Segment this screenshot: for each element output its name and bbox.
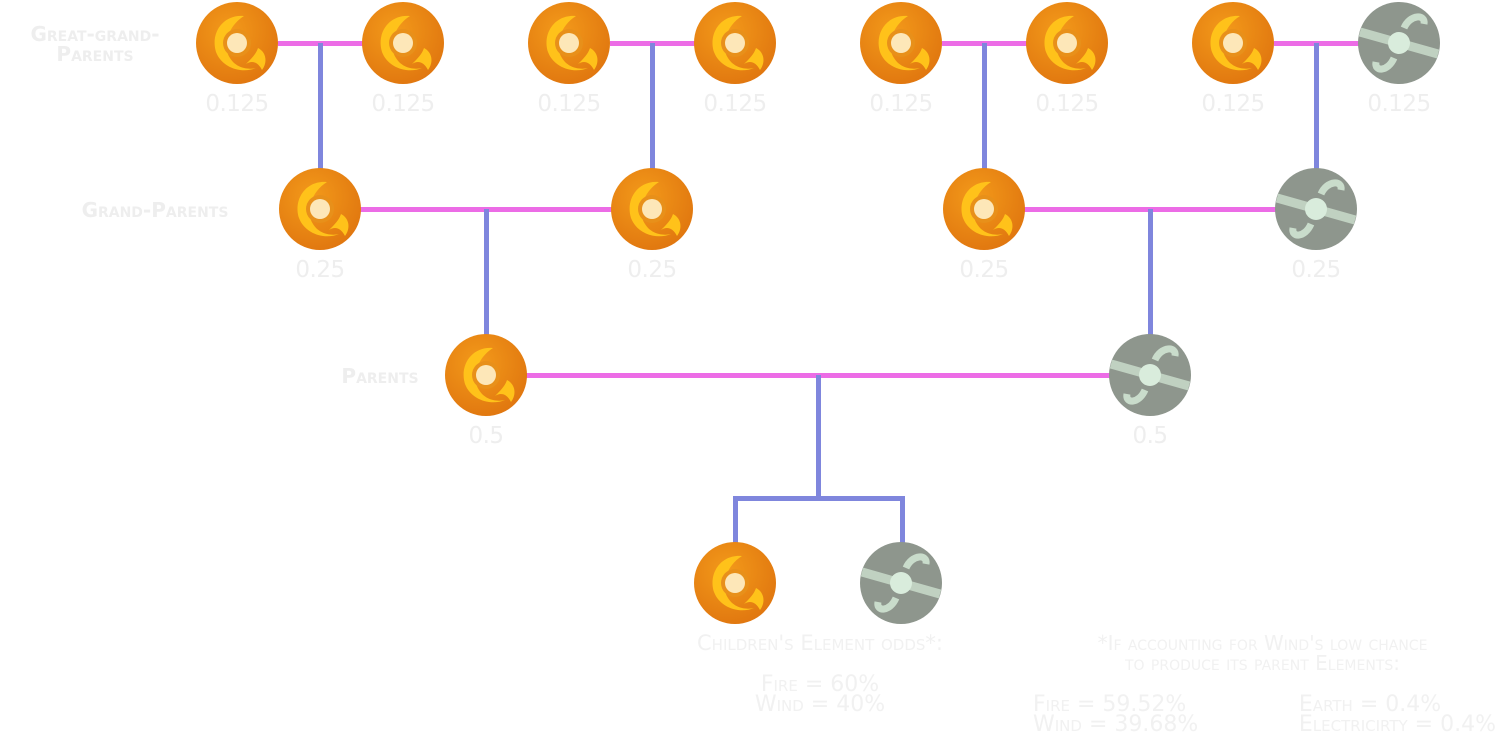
- descent-line: [484, 209, 489, 335]
- descent-line: [900, 496, 905, 546]
- children-odds: Children's Element odds*: Fire = 60% Win…: [640, 631, 1000, 717]
- fire-icon: [362, 2, 444, 84]
- descent-line: [733, 496, 738, 546]
- inheritance-value: 0.25: [627, 257, 677, 283]
- fire-icon: [1192, 2, 1274, 84]
- great-grandparent-fire-node: [528, 2, 610, 84]
- inheritance-value: 0.5: [1132, 423, 1168, 449]
- fire-icon: [943, 168, 1025, 250]
- label-line: Great-grand-: [30, 22, 160, 46]
- footnote-line1: *If accounting for Wind's low chance: [1097, 631, 1428, 655]
- fire-icon: [1026, 2, 1108, 84]
- grandparent-fire-node: [611, 168, 693, 250]
- great-grandparent-wind-node: [1358, 2, 1440, 84]
- inheritance-value: 0.125: [205, 91, 269, 117]
- fire-icon: [694, 2, 776, 84]
- descent-line: [733, 496, 905, 501]
- inheritance-value: 0.125: [869, 91, 933, 117]
- descent-line: [318, 43, 323, 169]
- grandparent-fire-node: [943, 168, 1025, 250]
- descent-line: [1314, 43, 1319, 169]
- wind-icon: [860, 542, 942, 624]
- descent-line: [982, 43, 987, 169]
- fire-icon: [279, 168, 361, 250]
- label-line: Parents: [56, 42, 134, 66]
- label-grandparents: Grand-Parents: [81, 198, 229, 222]
- great-grandparent-fire-node: [694, 2, 776, 84]
- great-grandparent-fire-node: [1192, 2, 1274, 84]
- fire-icon: [196, 2, 278, 84]
- inheritance-value: 0.125: [537, 91, 601, 117]
- odds-heading: Children's Element odds*:: [697, 631, 943, 655]
- footnote: *If accounting for Wind's low chance to …: [1025, 631, 1500, 737]
- footnote-wind: Wind = 39.68%: [1033, 712, 1199, 737]
- parent-fire-node: [445, 334, 527, 416]
- inheritance-value: 0.25: [959, 257, 1009, 283]
- inheritance-value: 0.125: [1367, 91, 1431, 117]
- grandparent-wind-node: [1275, 168, 1357, 250]
- great-grandparent-fire-node: [362, 2, 444, 84]
- inheritance-value: 0.125: [1201, 91, 1265, 117]
- great-grandparent-fire-node: [1026, 2, 1108, 84]
- footnote-line2: to produce its parent Elements:: [1125, 651, 1400, 675]
- child-wind-node: [860, 542, 942, 624]
- inheritance-value: 0.5: [468, 423, 504, 449]
- fire-icon: [528, 2, 610, 84]
- fire-icon: [445, 334, 527, 416]
- inheritance-value: 0.25: [1291, 257, 1341, 283]
- descent-line: [1148, 209, 1153, 335]
- parent-wind-node: [1109, 334, 1191, 416]
- fire-icon: [611, 168, 693, 250]
- great-grandparent-fire-node: [860, 2, 942, 84]
- label-parents: Parents: [341, 364, 419, 388]
- inheritance-value: 0.25: [295, 257, 345, 283]
- inheritance-value: 0.125: [1035, 91, 1099, 117]
- odds-fire: Fire = 60%: [760, 672, 880, 697]
- fire-icon: [860, 2, 942, 84]
- odds-wind: Wind = 40%: [754, 692, 886, 717]
- footnote-earth: Earth = 0.4%: [1298, 692, 1442, 717]
- inheritance-value: 0.125: [371, 91, 435, 117]
- descent-line: [650, 43, 655, 169]
- great-grandparent-fire-node: [196, 2, 278, 84]
- footnote-electricity: Electricirty = 0.4%: [1298, 712, 1496, 737]
- child-fire-node: [694, 542, 776, 624]
- fire-icon: [694, 542, 776, 624]
- label-great-grandparents: Great-grand- Parents: [0, 24, 190, 64]
- inheritance-value: 0.125: [703, 91, 767, 117]
- wind-icon: [1275, 168, 1357, 250]
- wind-icon: [1358, 2, 1440, 84]
- wind-icon: [1109, 334, 1191, 416]
- descent-line: [816, 375, 821, 499]
- footnote-fire: Fire = 59.52%: [1033, 692, 1187, 717]
- grandparent-fire-node: [279, 168, 361, 250]
